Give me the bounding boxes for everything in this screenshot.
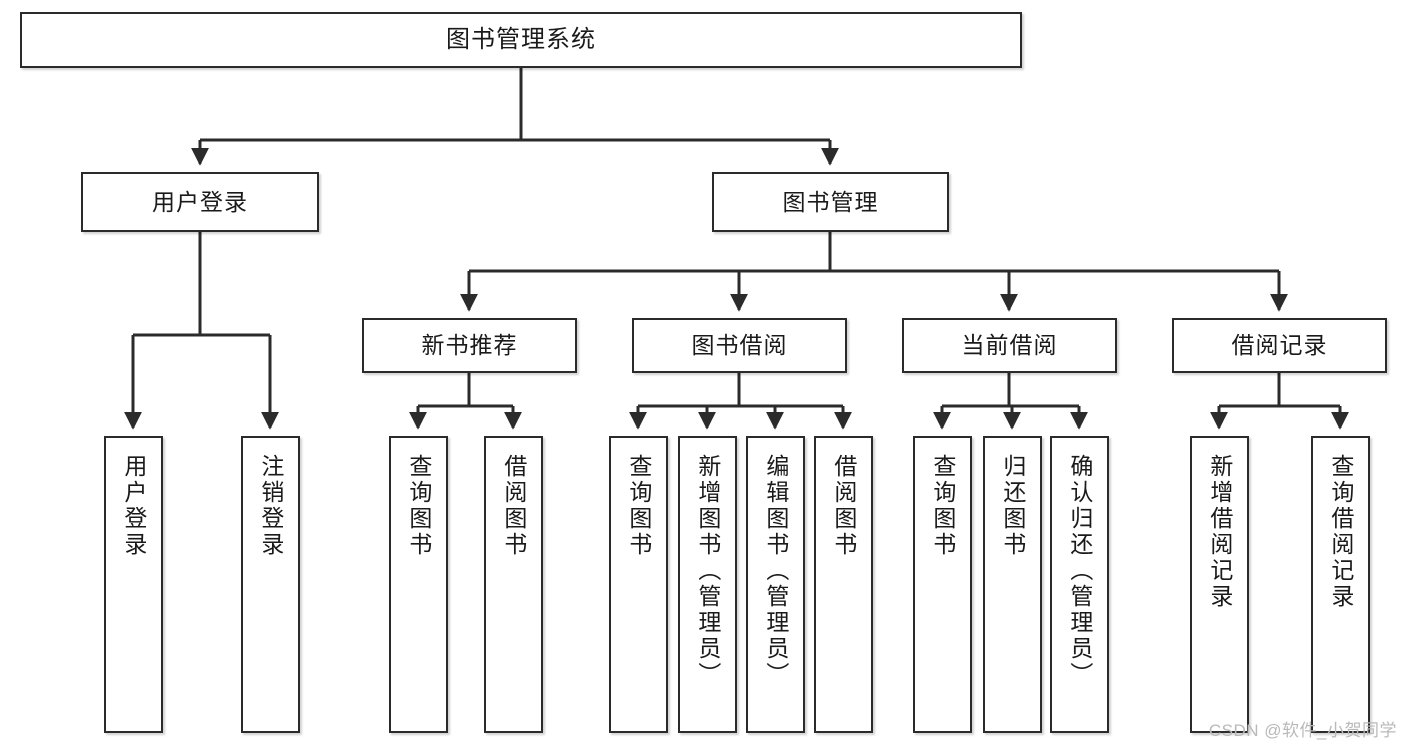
- node-new-book-recommend[interactable]: 新书推荐: [362, 318, 577, 373]
- node-label: 当前借阅: [961, 332, 1058, 359]
- leaf-query-borrow-record[interactable]: 查询借阅记录: [1311, 436, 1370, 733]
- leaf-query-book-rec[interactable]: 查询图书: [389, 436, 448, 733]
- leaf-query-book-borrow[interactable]: 查询图书: [609, 436, 668, 733]
- node-label: 新书推荐: [421, 332, 518, 359]
- node-current-borrow[interactable]: 当前借阅: [902, 318, 1117, 373]
- node-label: 新增图书（管理员）: [694, 454, 721, 688]
- node-label: 注销登录: [257, 454, 284, 558]
- node-label: 用户登录: [120, 454, 147, 558]
- watermark: CSDN @软件_小贺同学: [1208, 721, 1397, 740]
- node-book-management[interactable]: 图书管理: [712, 172, 949, 232]
- leaf-user-login[interactable]: 用户登录: [104, 436, 163, 733]
- leaf-confirm-return-admin[interactable]: 确认归还（管理员）: [1050, 436, 1109, 733]
- node-label: 查询图书: [625, 454, 652, 558]
- leaf-return-book[interactable]: 归还图书: [983, 436, 1042, 733]
- node-label: 归还图书: [999, 454, 1026, 558]
- node-borrow-record[interactable]: 借阅记录: [1172, 318, 1387, 373]
- node-label: 查询图书: [929, 454, 956, 558]
- node-label: 查询图书: [405, 454, 432, 558]
- node-label: 图书借阅: [691, 332, 788, 359]
- node-label: 确认归还（管理员）: [1066, 454, 1093, 688]
- node-user-login[interactable]: 用户登录: [81, 172, 319, 232]
- node-label: 编辑图书（管理员）: [762, 454, 789, 688]
- node-label: 借阅记录: [1231, 332, 1328, 359]
- node-label: 借阅图书: [830, 454, 857, 558]
- node-label: 图书管理系统: [446, 26, 596, 54]
- node-label: 用户登录: [152, 188, 248, 215]
- leaf-borrow-book[interactable]: 借阅图书: [814, 436, 873, 733]
- node-label: 借阅图书: [500, 454, 527, 558]
- leaf-borrow-book-rec[interactable]: 借阅图书: [484, 436, 543, 733]
- leaf-add-borrow-record[interactable]: 新增借阅记录: [1190, 436, 1249, 733]
- node-label: 图书管理: [782, 188, 879, 215]
- leaf-logout[interactable]: 注销登录: [241, 436, 300, 733]
- node-label: 查询借阅记录: [1327, 454, 1354, 610]
- node-label: 新增借阅记录: [1206, 454, 1233, 610]
- node-book-borrow[interactable]: 图书借阅: [632, 318, 847, 373]
- leaf-add-book-admin[interactable]: 新增图书（管理员）: [678, 436, 737, 733]
- leaf-query-book-current[interactable]: 查询图书: [913, 436, 972, 733]
- node-root-system[interactable]: 图书管理系统: [20, 12, 1022, 68]
- leaf-edit-book-admin[interactable]: 编辑图书（管理员）: [746, 436, 805, 733]
